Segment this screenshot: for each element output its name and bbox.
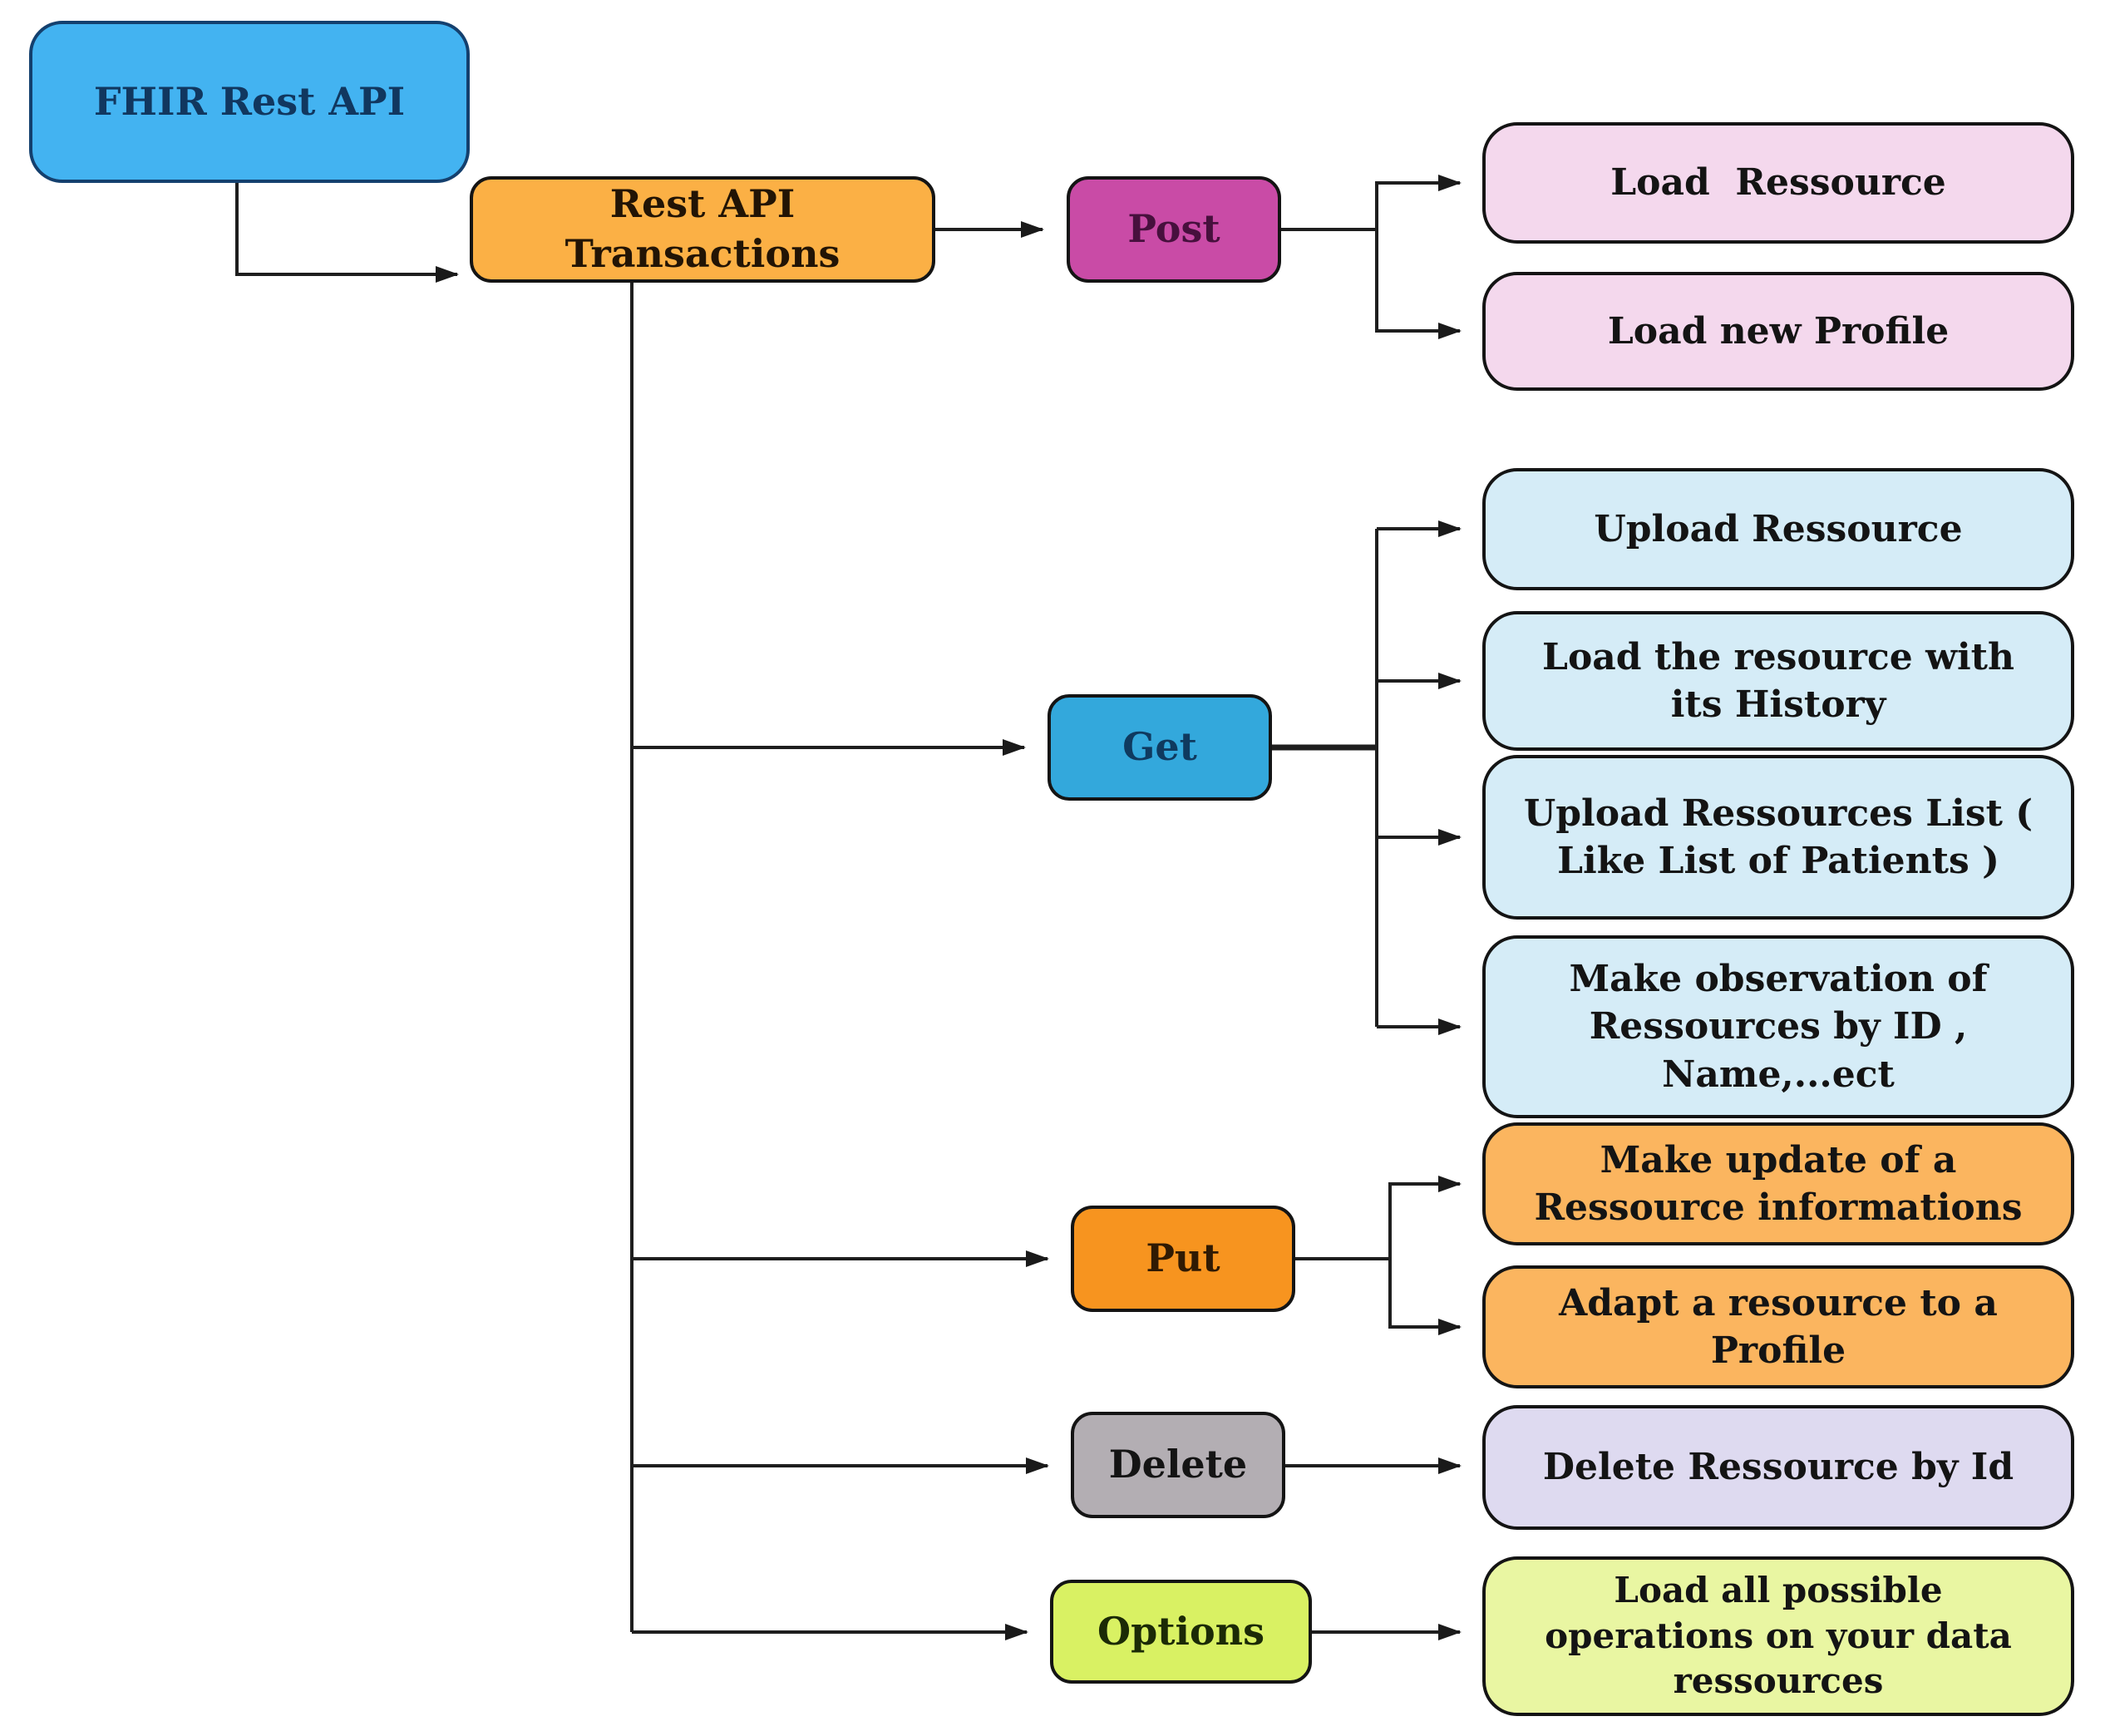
node-post-label: Post [1127,206,1220,252]
node-options-label: Options [1097,1608,1264,1654]
result-load-resource-history-label: Load the resource with its History [1542,635,2014,726]
result-load-ressource-label: Load Ressource [1610,161,1946,205]
result-load-all-operations: Load all possible operations on your dat… [1482,1556,2074,1716]
result-adapt-resource: Adapt a resource to a Profile [1482,1265,2074,1388]
result-delete-by-id: Delete Ressource by Id [1482,1405,2074,1530]
result-load-ressource: Load Ressource [1482,122,2074,244]
node-fhir-rest-api: FHIR Rest API [29,21,470,183]
node-get: Get [1048,694,1272,801]
result-load-resource-history: Load the resource with its History [1482,611,2074,751]
result-upload-ressource-label: Upload Ressource [1594,507,1963,550]
result-adapt-resource-label: Adapt a resource to a Profile [1559,1281,1998,1372]
result-make-observation-label: Make observation of Ressources by ID , N… [1569,958,1988,1096]
connector-post-to-load-new-profile [1375,229,1462,339]
node-fhir-rest-api-label: FHIR Rest API [93,78,406,124]
connector-put-to-make-update [1295,1176,1462,1260]
node-post: Post [1067,176,1281,283]
connector-post-to-load-ressource [1281,175,1462,231]
result-load-all-operations-label: Load all possible operations on your dat… [1545,1570,2012,1702]
node-rest-api-transactions: Rest API Transactions [470,176,935,283]
node-rest-api-transactions-label: Rest API Transactions [564,181,841,276]
node-options: Options [1050,1580,1312,1684]
node-put-label: Put [1146,1235,1220,1281]
node-get-label: Get [1122,724,1197,770]
result-load-new-profile-label: Load new Profile [1607,309,1950,353]
result-load-new-profile: Load new Profile [1482,272,2074,391]
connector-fhir-to-transactions [235,183,459,283]
node-delete: Delete [1071,1412,1285,1518]
node-put: Put [1071,1206,1295,1312]
result-upload-ressources-list: Upload Ressources List ( Like List of Pa… [1482,755,2074,920]
connector-put-to-adapt [1388,1259,1462,1335]
result-make-update: Make update of a Ressource informations [1482,1122,2074,1245]
result-make-observation: Make observation of Ressources by ID , N… [1482,935,2074,1118]
result-delete-by-id-label: Delete Ressource by Id [1542,1446,2014,1489]
result-upload-ressources-list-label: Upload Ressources List ( Like List of Pa… [1523,792,2034,882]
result-make-update-label: Make update of a Ressource informations [1534,1138,2023,1229]
node-delete-label: Delete [1108,1442,1248,1487]
result-upload-ressource: Upload Ressource [1482,468,2074,590]
